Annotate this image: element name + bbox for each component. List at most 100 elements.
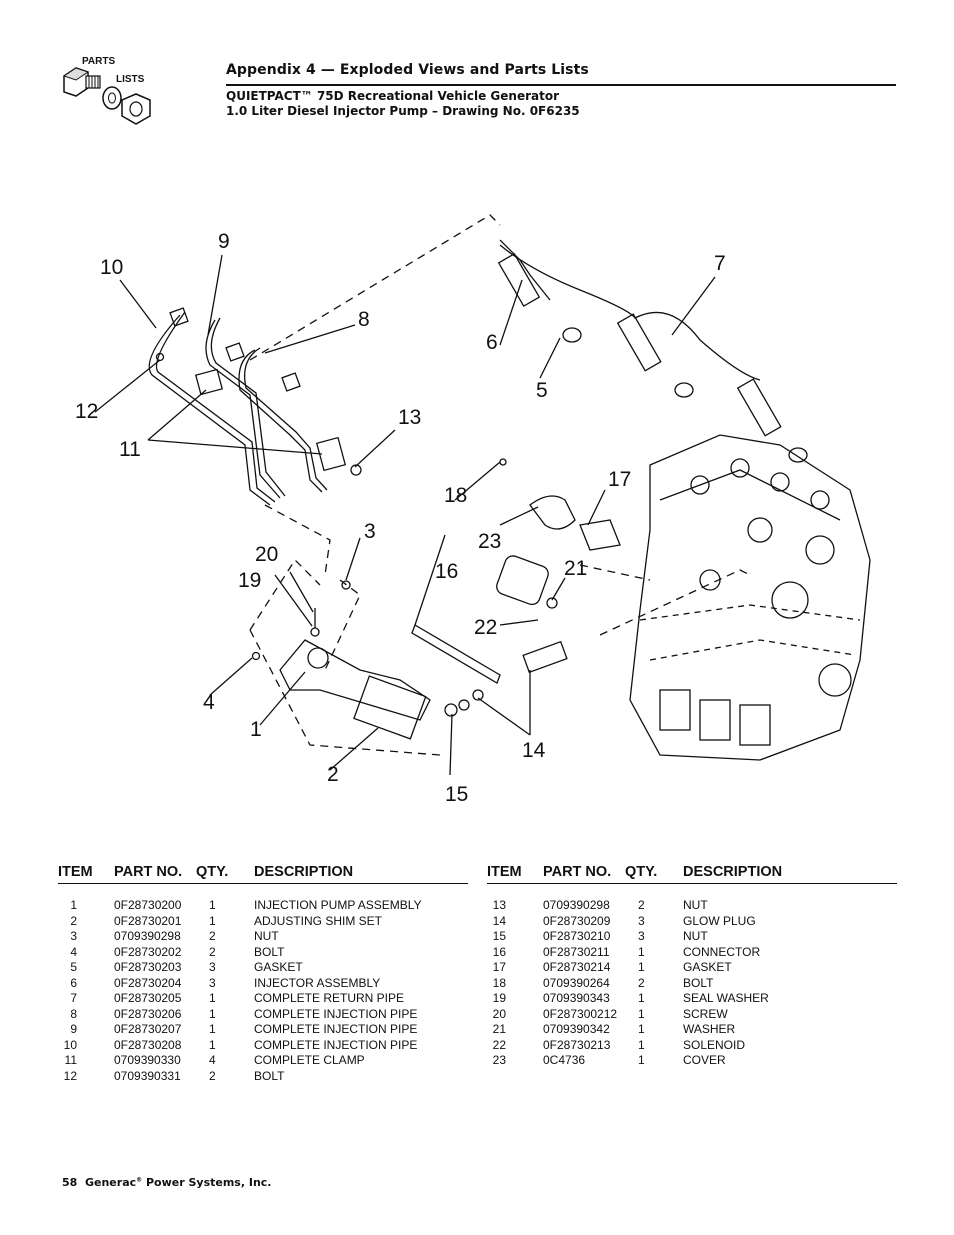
exploded-view-illustration — [94, 214, 871, 776]
row-part-no: 0F28730201 — [114, 913, 182, 928]
row-description: SEAL WASHER — [683, 991, 769, 1005]
row-part-no: 0F28730210 — [543, 929, 611, 943]
row-qty: 2 — [209, 944, 216, 959]
row-description: NUT — [683, 929, 708, 943]
row-part-no: 0709390331 — [114, 1068, 181, 1083]
row-part-no: 0709390264 — [543, 975, 610, 990]
row-qty: 1 — [209, 1006, 216, 1021]
row-item: 9 — [70, 1022, 77, 1036]
callout-6: 6 — [486, 331, 498, 354]
row-part-no: 0F28730207 — [114, 1022, 182, 1036]
row-part-no: 0F28730205 — [114, 991, 182, 1005]
row-item: 23 — [492, 1053, 506, 1067]
row-item: 11 — [64, 1053, 77, 1067]
row-qty: 1 — [638, 1053, 645, 1067]
registered-mark: ® — [136, 1176, 143, 1184]
row-item: 4 — [70, 944, 77, 959]
row-part-no: 0F28730208 — [114, 1037, 182, 1052]
callout-20: 20 — [255, 543, 279, 566]
row-description: SCREW — [683, 1006, 728, 1021]
callout-13: 13 — [398, 406, 422, 429]
row-item: 20 — [492, 1006, 506, 1021]
row-item: 6 — [70, 975, 77, 990]
row-qty: 2 — [209, 929, 216, 943]
row-description: INJECTOR ASSEMBLY — [254, 975, 381, 990]
page-subtitle-model: QUIETPACT™ 75D Recreational Vehicle Gene… — [226, 89, 560, 103]
callout-11: 11 — [119, 438, 141, 461]
row-qty: 1 — [638, 991, 645, 1005]
row-part-no: 0709390343 — [543, 991, 610, 1005]
row-item: 1 — [70, 898, 77, 912]
callout-15: 15 — [445, 783, 469, 806]
row-qty: 4 — [209, 1053, 216, 1067]
row-qty: 1 — [209, 1022, 216, 1036]
page-header: Appendix 4 — Exploded Views and Parts Li… — [226, 62, 896, 119]
table-row: 20 0F287300212 1 SCREW — [487, 1007, 897, 1023]
table-row: 6 0F28730204 3 INJECTOR ASSEMBLY — [58, 976, 468, 992]
callout-17: 17 — [608, 468, 632, 491]
row-part-no: 0F28730214 — [543, 960, 611, 974]
row-part-no: 0709390330 — [114, 1053, 181, 1067]
row-part-no: 0709390298 — [543, 898, 610, 912]
callout-21: 21 — [564, 557, 588, 580]
row-item: 17 — [492, 960, 506, 974]
row-description: NUT — [683, 898, 708, 912]
company-name: Generac — [84, 1176, 137, 1189]
callout-2: 2 — [327, 763, 339, 786]
header-qty: QTY. — [625, 864, 658, 880]
row-description: COMPLETE INJECTION PIPE — [254, 1022, 418, 1036]
header-description: DESCRIPTION — [254, 864, 354, 880]
row-part-no: 0F28730206 — [114, 1006, 182, 1021]
callout-5: 5 — [536, 379, 548, 402]
callout-22: 22 — [474, 616, 498, 639]
row-item: 15 — [492, 929, 506, 943]
row-item: 14 — [492, 913, 506, 928]
callout-19: 19 — [238, 569, 262, 592]
row-part-no: 0709390342 — [543, 1022, 610, 1036]
page-title: Appendix 4 — Exploded Views and Parts Li… — [226, 62, 896, 86]
row-description: COMPLETE INJECTION PIPE — [254, 1037, 418, 1052]
callout-8: 8 — [358, 308, 370, 331]
row-item: 12 — [63, 1068, 77, 1083]
row-description: NUT — [254, 929, 279, 943]
row-part-no: 0709390298 — [114, 929, 181, 943]
header-description: DESCRIPTION — [683, 864, 783, 880]
row-qty: 2 — [638, 975, 645, 990]
header-part-no: PART NO. — [114, 864, 183, 880]
callout-9: 9 — [218, 230, 230, 253]
row-description: WASHER — [683, 1022, 736, 1036]
callout-3: 3 — [364, 520, 376, 543]
row-part-no: 0F287300212 — [543, 1006, 618, 1021]
row-description: COVER — [683, 1053, 726, 1067]
row-description: COMPLETE RETURN PIPE — [254, 991, 405, 1005]
row-item: 13 — [492, 898, 506, 912]
logo-text-parts: PARTS — [82, 56, 116, 67]
row-item: 8 — [70, 1006, 77, 1021]
row-qty: 1 — [638, 1006, 645, 1021]
row-description: COMPLETE INJECTION PIPE — [254, 1006, 418, 1021]
table-row: 9 0F28730207 1 COMPLETE INJECTION PIPE — [58, 1022, 468, 1038]
row-description: GASKET — [254, 960, 303, 974]
header-part-no: PART NO. — [543, 864, 612, 880]
row-part-no: 0F28730204 — [114, 975, 182, 990]
row-description: CONNECTOR — [683, 944, 761, 959]
row-qty: 3 — [209, 975, 216, 990]
row-qty: 1 — [638, 1037, 645, 1052]
